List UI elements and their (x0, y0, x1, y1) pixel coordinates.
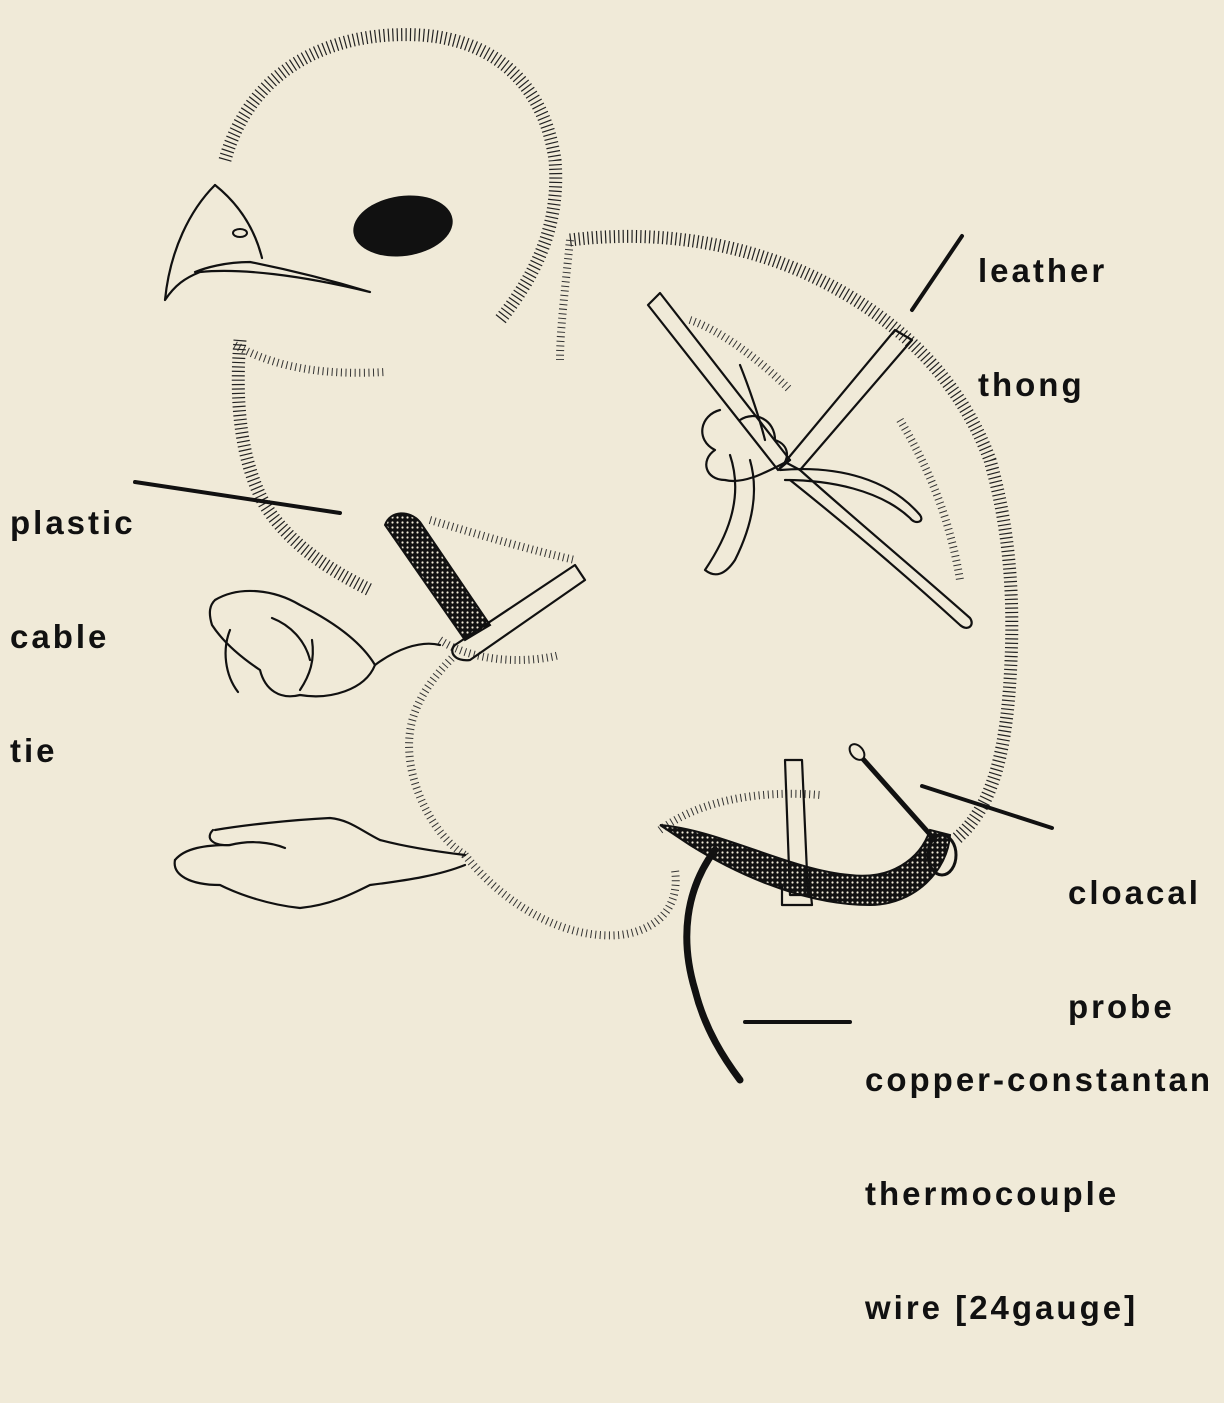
cloacal-probe (847, 741, 935, 840)
label-line: thong (978, 366, 1107, 404)
leader-cloacal-probe (922, 786, 1052, 828)
label-leather-thong: leather thong (978, 176, 1107, 480)
chick-body (238, 236, 1012, 935)
beak (165, 185, 370, 300)
label-thermocouple-wire: copper-constantan thermocouple wire [24g… (865, 985, 1213, 1403)
label-line: plastic (10, 504, 136, 542)
cable-tie-lower (660, 760, 956, 905)
eye (349, 189, 456, 262)
leader-leather-thong (912, 236, 962, 310)
label-line: wire [24gauge] (865, 1289, 1213, 1327)
thermocouple-wire (687, 850, 740, 1080)
label-plastic-cable-tie: plastic cable tie (10, 428, 136, 846)
label-line: thermocouple (865, 1175, 1213, 1213)
label-line: cloacal (1068, 874, 1201, 912)
label-line: cable (10, 618, 136, 656)
chick-illustration (0, 0, 1224, 1103)
label-line: tie (10, 732, 136, 770)
leader-plastic-cable-tie (135, 482, 340, 513)
cable-tie-upper (385, 513, 585, 660)
label-line: copper-constantan (865, 1061, 1213, 1099)
diagram: leather thong plastic cable tie cloacal … (0, 0, 1224, 1103)
hind-foot (175, 818, 465, 908)
front-foot (210, 591, 440, 696)
label-line: leather (978, 252, 1107, 290)
